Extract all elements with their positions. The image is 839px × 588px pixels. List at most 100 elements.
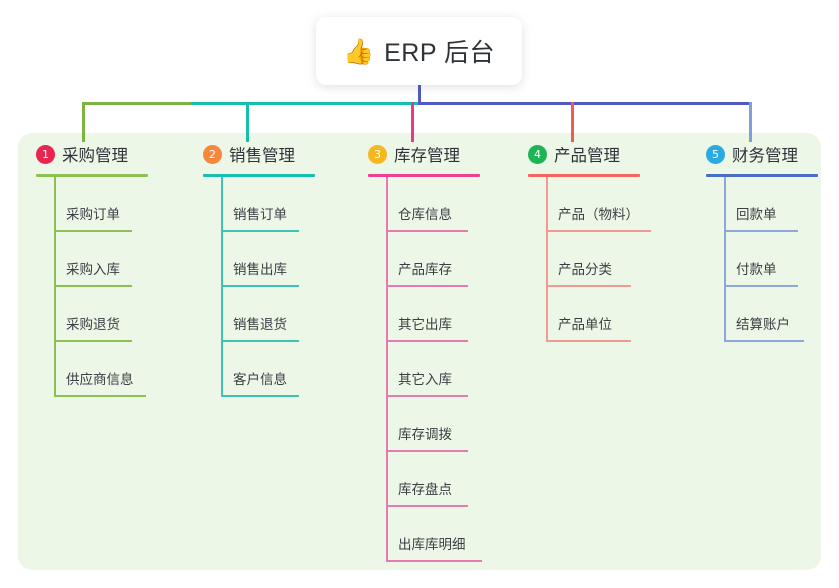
column-number-badge: 5 [706,144,725,164]
list-item[interactable]: 销售订单 [203,177,315,232]
column-purchase-management: 1 采购管理 采购订单 采购入库 采购退货 供应商信息 [36,142,148,397]
column-items: 销售订单 销售出库 销售退货 客户信息 [203,177,315,397]
column-number-badge: 3 [368,144,387,164]
list-item-label: 产品库存 [398,262,452,277]
list-item[interactable]: 采购入库 [36,232,148,287]
list-item-rule [54,285,132,287]
list-item-label: 采购入库 [66,262,120,277]
list-item-label: 回款单 [736,207,777,222]
column-number-badge: 1 [36,144,55,164]
list-item[interactable]: 出库库明细 [368,507,482,562]
list-item[interactable]: 库存调拨 [368,397,480,452]
column-header-rule [203,174,315,177]
connector-drop-col4 [571,102,574,142]
column-header[interactable]: 2 销售管理 [203,142,315,166]
connector-bus-blue [418,102,752,105]
column-header-rule [706,174,818,177]
list-item-rule [724,285,798,287]
list-item-rule [546,285,631,287]
list-item-rule [54,395,146,397]
column-title: 财务管理 [732,147,798,165]
column-items: 回款单 付款单 结算账户 [706,177,818,342]
column-inventory-management: 3 库存管理 仓库信息 产品库存 其它出库 其它入库 库存调拨 [368,142,482,562]
column-title: 销售管理 [229,147,295,165]
list-item-rule [386,450,468,452]
list-item-label: 产品分类 [558,262,612,277]
list-item-rule [546,340,631,342]
list-item[interactable]: 回款单 [706,177,818,232]
column-items: 采购订单 采购入库 采购退货 供应商信息 [36,177,148,397]
connector-drop-col5 [749,102,752,142]
list-item-label: 销售退货 [233,317,287,332]
list-item-label: 采购退货 [66,317,120,332]
column-spine [724,177,726,342]
list-item[interactable]: 库存盘点 [368,452,480,507]
list-item-rule [54,340,132,342]
column-spine [221,177,223,397]
list-item[interactable]: 结算账户 [706,287,818,342]
list-item-label: 库存调拨 [398,427,452,442]
list-item-rule [386,230,468,232]
list-item-label: 仓库信息 [398,207,452,222]
list-item-rule [386,285,468,287]
list-item[interactable]: 供应商信息 [36,342,148,397]
connector-bus-teal [191,102,418,105]
column-header[interactable]: 1 采购管理 [36,142,148,166]
list-item[interactable]: 仓库信息 [368,177,480,232]
column-finance-management: 5 财务管理 回款单 付款单 结算账户 [706,142,818,342]
list-item-rule [724,230,798,232]
list-item[interactable]: 客户信息 [203,342,315,397]
column-header[interactable]: 4 产品管理 [528,142,640,166]
column-title: 产品管理 [554,147,620,165]
root-node-erp-backend[interactable]: 👍 ERP 后台 [316,17,522,85]
connector-bus-green [82,102,192,105]
column-sales-management: 2 销售管理 销售订单 销售出库 销售退货 客户信息 [203,142,315,397]
list-item-rule [221,285,299,287]
column-number-badge: 2 [203,144,222,164]
list-item[interactable]: 付款单 [706,232,818,287]
list-item-label: 付款单 [736,262,777,277]
list-item-rule [386,560,482,562]
list-item[interactable]: 销售退货 [203,287,315,342]
list-item-label: 供应商信息 [66,372,134,387]
column-title: 库存管理 [394,147,460,165]
column-items: 产品（物料） 产品分类 产品单位 [528,177,651,342]
list-item-label: 产品单位 [558,317,612,332]
column-header[interactable]: 5 财务管理 [706,142,818,166]
list-item[interactable]: 其它入库 [368,342,480,397]
list-item[interactable]: 采购退货 [36,287,148,342]
column-header[interactable]: 3 库存管理 [368,142,480,166]
column-header-rule [528,174,640,177]
column-header-rule [368,174,480,177]
column-header-rule [36,174,148,177]
list-item[interactable]: 产品（物料） [528,177,651,232]
list-item[interactable]: 产品库存 [368,232,480,287]
list-item[interactable]: 采购订单 [36,177,148,232]
list-item[interactable]: 其它出库 [368,287,480,342]
list-item-label: 结算账户 [736,317,790,332]
column-items: 仓库信息 产品库存 其它出库 其它入库 库存调拨 库存盘点 [368,177,482,562]
list-item-label: 销售订单 [233,207,287,222]
list-item-label: 产品（物料） [558,207,639,222]
root-node-label: ERP 后台 [384,39,496,67]
list-item-rule [221,340,299,342]
list-item-rule [221,230,299,232]
list-item-rule [386,505,468,507]
thumbs-up-icon: 👍 [342,36,375,66]
column-spine [54,177,56,397]
list-item-rule [386,395,468,397]
list-item-label: 销售出库 [233,262,287,277]
list-item[interactable]: 产品分类 [528,232,640,287]
list-item-rule [386,340,468,342]
connector-root-stem [418,85,421,104]
list-item[interactable]: 销售出库 [203,232,315,287]
column-spine [546,177,548,342]
list-item-rule [546,230,651,232]
root-node-content: 👍 ERP 后台 [343,33,495,69]
column-spine [386,177,388,562]
list-item-rule [221,395,299,397]
connector-drop-col2 [246,102,249,142]
column-title: 采购管理 [62,147,128,165]
list-item[interactable]: 产品单位 [528,287,640,342]
